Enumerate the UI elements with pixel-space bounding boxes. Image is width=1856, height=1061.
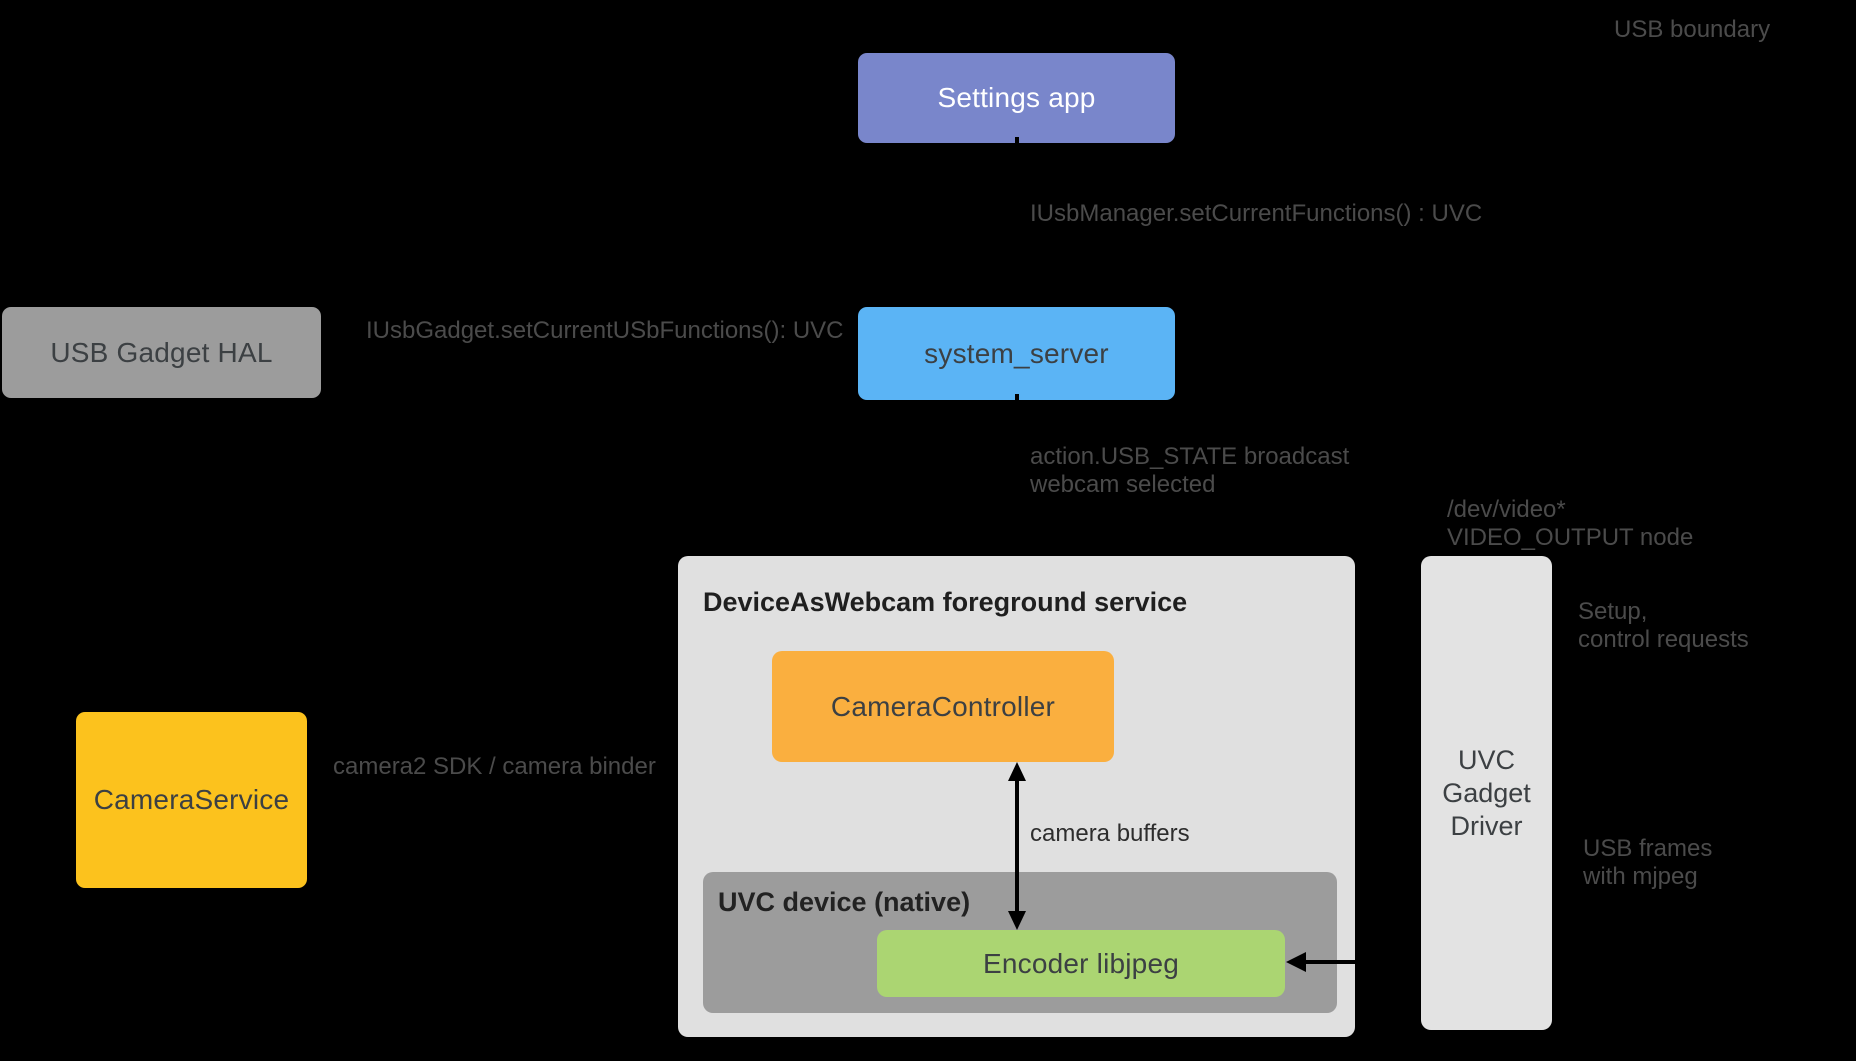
settings-app-node: Settings app bbox=[858, 53, 1175, 143]
usb-state-broadcast-label: action.USB_STATE broadcast webcam select… bbox=[1030, 443, 1350, 498]
encoder-libjpeg-label: Encoder libjpeg bbox=[982, 947, 1180, 979]
arrow-settings-to-systemserver bbox=[1008, 137, 1026, 307]
usb-gadget-hal-node: USB Gadget HAL bbox=[2, 307, 321, 398]
usb-gadget-hal-label: USB Gadget HAL bbox=[50, 336, 273, 368]
setup-control-requests-label: Setup, control requests bbox=[1578, 598, 1749, 653]
camera-service-label: CameraService bbox=[93, 784, 290, 815]
arrow-systemserver-to-hal bbox=[322, 344, 858, 362]
system-server-label: system_server bbox=[924, 337, 1109, 369]
usb-frames-mjpeg-label: USB frames with mjpeg bbox=[1583, 835, 1713, 890]
camera-controller-node: CameraController bbox=[772, 651, 1114, 762]
arrow-systemserver-to-daw bbox=[1008, 394, 1026, 556]
iusbgadget-call-label: IUsbGadget.setCurrentUSbFunctions(): UVC bbox=[366, 317, 844, 344]
iusbmanager-call-label: IUsbManager.setCurrentFunctions() : UVC bbox=[1030, 200, 1483, 227]
dev-video-node-label: /dev/video* VIDEO_OUTPUT node bbox=[1447, 496, 1694, 551]
uvc-gadget-driver-node: UVC Gadget Driver bbox=[1421, 556, 1552, 1030]
system-server-node: system_server bbox=[858, 307, 1175, 400]
encoder-libjpeg-node: Encoder libjpeg bbox=[877, 930, 1285, 997]
camera-controller-label: CameraController bbox=[830, 690, 1056, 722]
daw-foreground-service-title: DeviceAsWebcam foreground service bbox=[703, 587, 1188, 617]
camera-service-node: CameraService bbox=[76, 712, 307, 888]
settings-app-label: Settings app bbox=[937, 82, 1096, 113]
camera-buffers-label: camera buffers bbox=[1030, 820, 1190, 847]
uvc-gadget-driver-label-line3: Driver bbox=[1450, 810, 1523, 841]
uvc-gadget-driver-label-line2: Gadget bbox=[1442, 777, 1531, 808]
usb-boundary-label: USB boundary bbox=[1614, 16, 1771, 43]
uvc-device-native-title: UVC device (native) bbox=[718, 887, 971, 917]
uvc-gadget-driver-label-line1: UVC bbox=[1457, 744, 1515, 775]
camera2-sdk-label: camera2 SDK / camera binder bbox=[333, 753, 656, 780]
